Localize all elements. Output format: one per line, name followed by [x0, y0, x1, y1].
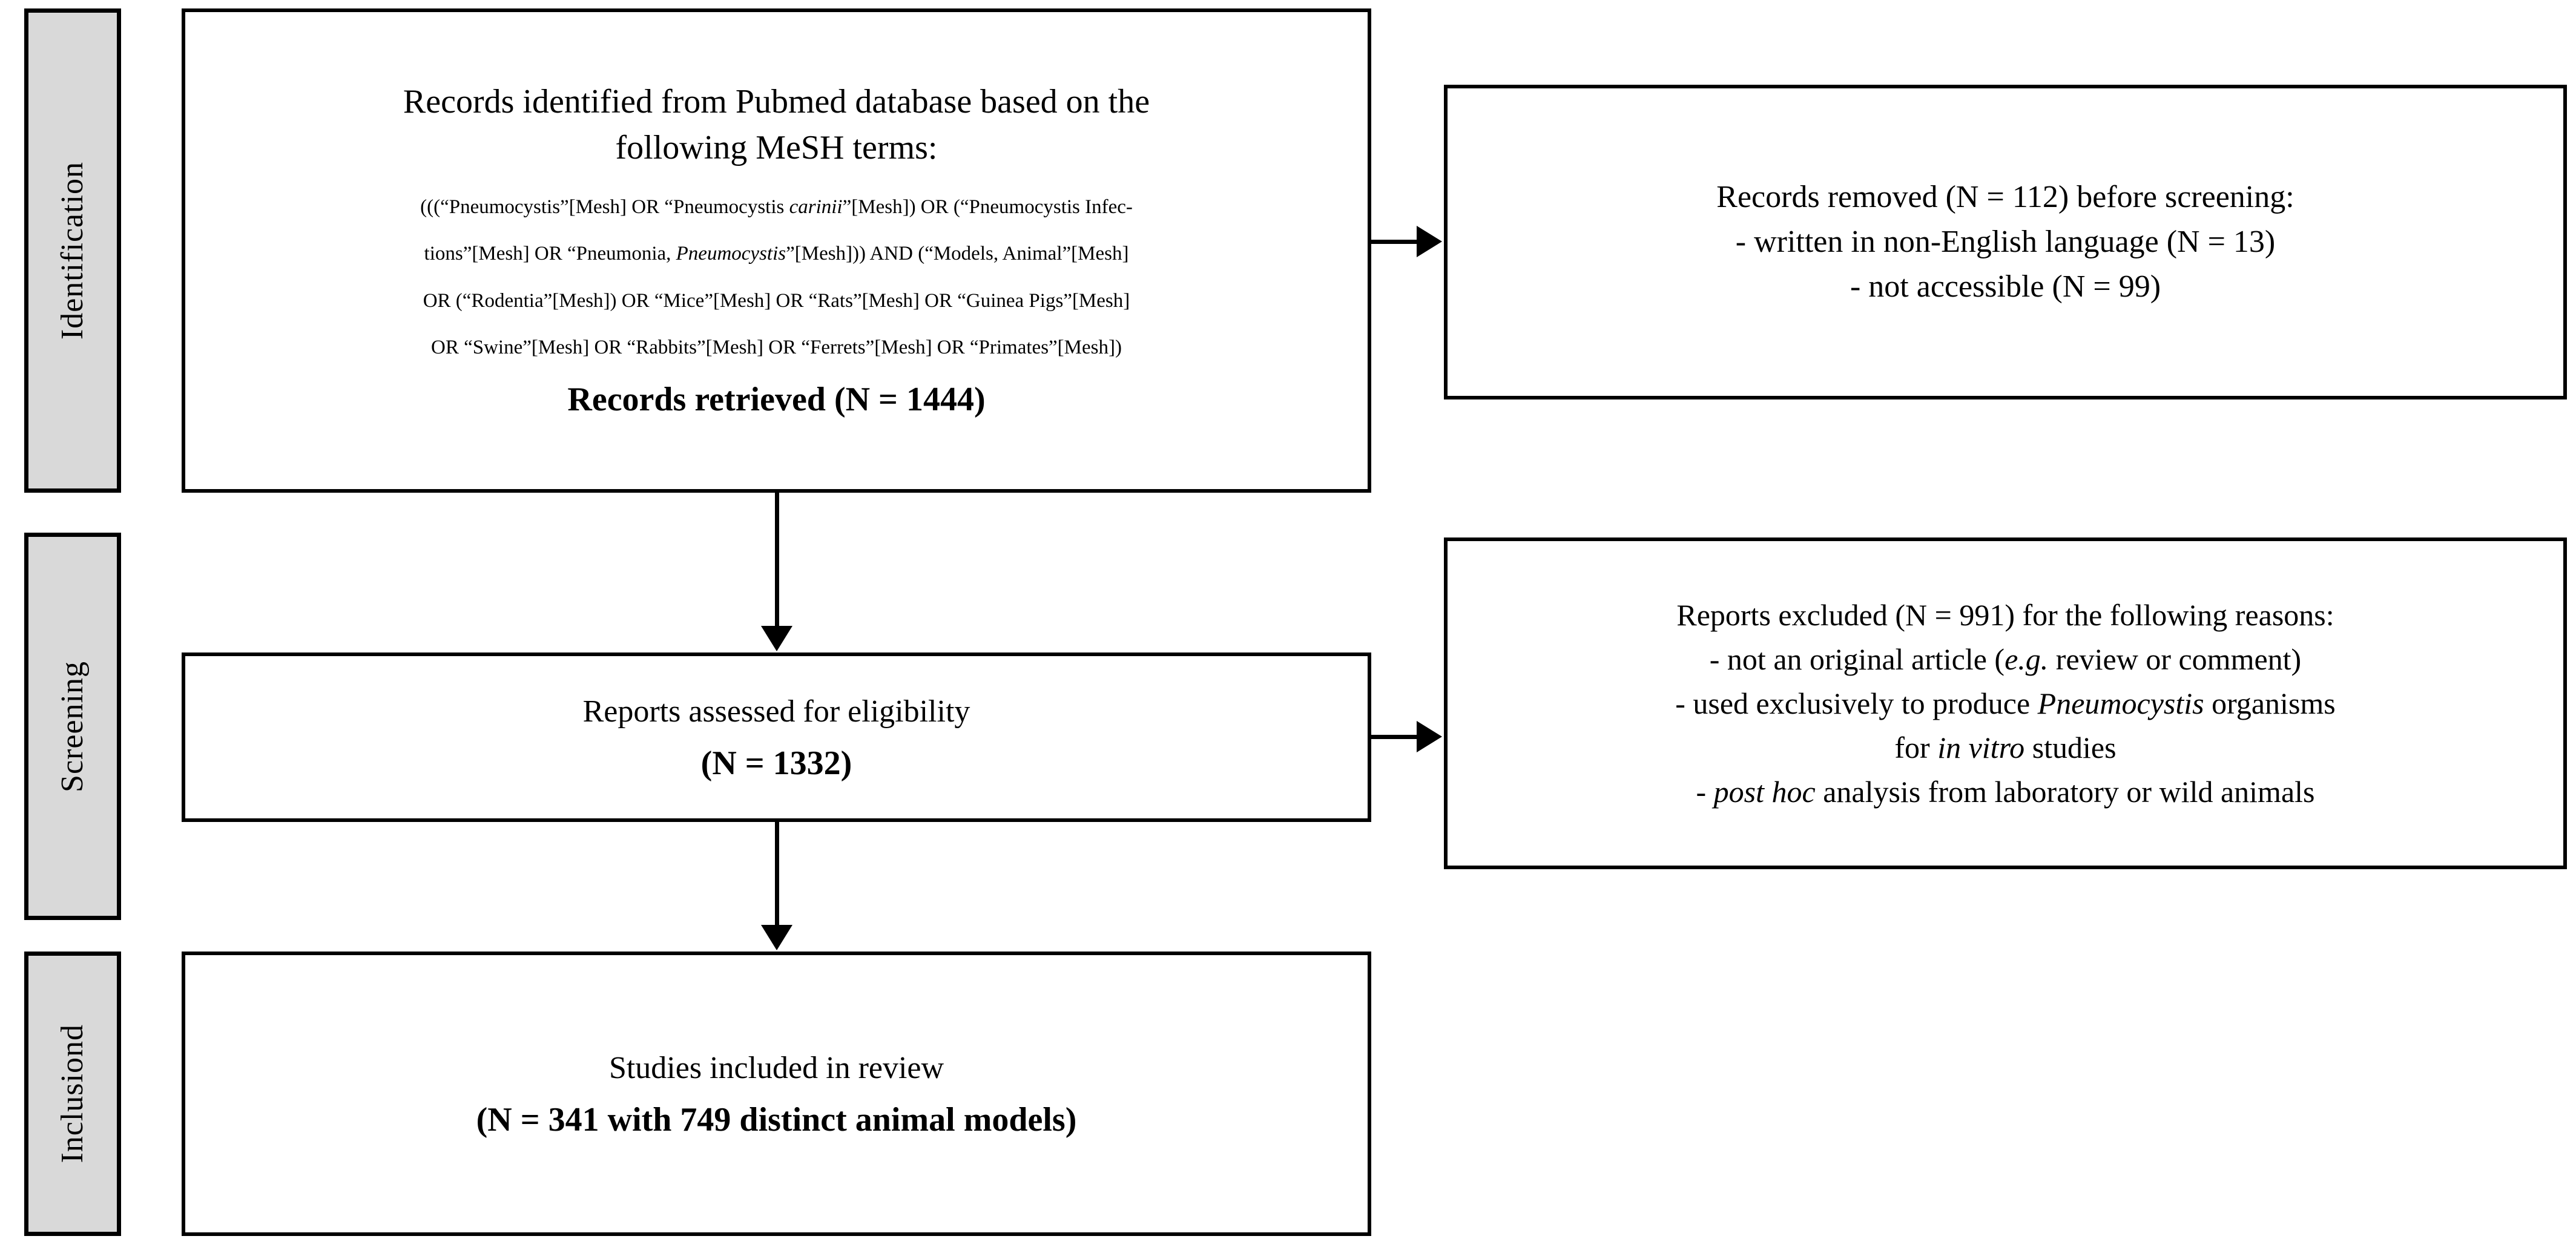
reason-invitro-post: studies	[2024, 730, 2116, 764]
records-removed-reason-not-accessible: - not accessible (N = 99)	[1850, 269, 2161, 304]
arrow-down-icon-identified-to-eligibility	[761, 626, 792, 651]
arrow-right-icon-eligibility-to-excluded	[1417, 721, 1442, 752]
connector-identified-to-eligibility-line	[775, 493, 779, 627]
mesh-terms-block: (((“Pneumocystis”[Mesh] OR “Pneumocystis…	[185, 171, 1368, 375]
reason-invitro-pre: for	[1894, 730, 1938, 764]
reason-posthoc-post: analysis from laboratory or wild animals	[1815, 774, 2315, 809]
mesh-term-line-3: OR (“Rodentia”[Mesh]) OR “Mice”[Mesh] OR…	[423, 289, 1130, 312]
reason-invitro-term: in vitro	[1937, 730, 2025, 764]
mesh-term-line-2: tions”[Mesh] OR “Pneumonia, Pneumocystis…	[424, 243, 1129, 265]
records-identified-heading-line2: following MeSH terms:	[615, 128, 938, 166]
studies-included-label: Studies included in review	[608, 1050, 944, 1085]
mesh-term-line-1: (((“Pneumocystis”[Mesh] OR “Pneumocystis…	[420, 196, 1133, 218]
box-reports-excluded: Reports excluded (N = 991) for the follo…	[1444, 537, 2567, 869]
studies-included-count: (N = 341 with 749 distinct animal models…	[476, 1100, 1077, 1139]
stage-label-inclusion: Inclusiond	[24, 952, 121, 1236]
connector-eligibility-to-included-line	[775, 822, 779, 926]
arrow-down-icon-eligibility-to-included	[761, 925, 792, 950]
stage-label-screening-text: Screening	[55, 660, 90, 792]
reports-excluded-reason-in-vitro: for in vitro studies	[1881, 726, 2129, 770]
reason-not-original-post: review or comment)	[2048, 642, 2302, 676]
records-retrieved-total: Records retrieved (N = 1444)	[567, 380, 986, 418]
box-reports-assessed-for-eligibility: Reports assessed for eligibility (N = 13…	[182, 653, 1371, 822]
mesh-term-line-4: OR “Swine”[Mesh] OR “Rabbits”[Mesh] OR “…	[431, 337, 1122, 359]
arrow-right-icon-identified-to-removed	[1417, 226, 1442, 257]
box-records-removed: Records removed (N = 112) before screeni…	[1444, 85, 2567, 399]
connector-eligibility-to-excluded-line	[1371, 735, 1425, 739]
reports-excluded-heading: Reports excluded (N = 991) for the follo…	[1676, 597, 2334, 632]
reason-posthoc-pre: -	[1696, 774, 1714, 809]
records-removed-heading: Records removed (N = 112) before screeni…	[1716, 180, 2294, 215]
connector-identified-to-removed-line	[1371, 240, 1425, 244]
reason-organisms-pre: - used exclusively to produce	[1675, 686, 2038, 720]
box-records-identified: Records identified from Pubmed database …	[182, 8, 1371, 493]
reports-excluded-reason-post-hoc: - post hoc analysis from laboratory or w…	[1682, 770, 2328, 814]
records-removed-reason-non-english: - written in non-English language (N = 1…	[1735, 225, 2276, 260]
reason-not-original-pre: - not an original article (	[1709, 642, 2005, 676]
reports-assessed-count: (N = 1332)	[700, 744, 852, 782]
stage-label-screening: Screening	[24, 533, 121, 920]
reports-excluded-reason-not-original: - not an original article (e.g. review o…	[1696, 637, 2314, 682]
records-identified-heading-line1: Records identified from Pubmed database …	[403, 83, 1150, 121]
box-studies-included: Studies included in review (N = 341 with…	[182, 952, 1371, 1236]
reason-posthoc-term: post hoc	[1713, 774, 1816, 809]
stage-label-identification: Identification	[24, 8, 121, 493]
reason-organisms-taxon: Pneumocystis	[2037, 686, 2204, 720]
reason-not-original-eg: e.g.	[2004, 642, 2049, 676]
stage-label-inclusion-text: Inclusiond	[55, 1024, 90, 1163]
reason-organisms-post: organisms	[2204, 686, 2336, 720]
reports-excluded-reason-produce-organisms: - used exclusively to produce Pneumocyst…	[1662, 682, 2349, 726]
stage-label-identification-text: Identification	[55, 161, 90, 340]
reports-assessed-label: Reports assessed for eligibility	[582, 694, 970, 729]
